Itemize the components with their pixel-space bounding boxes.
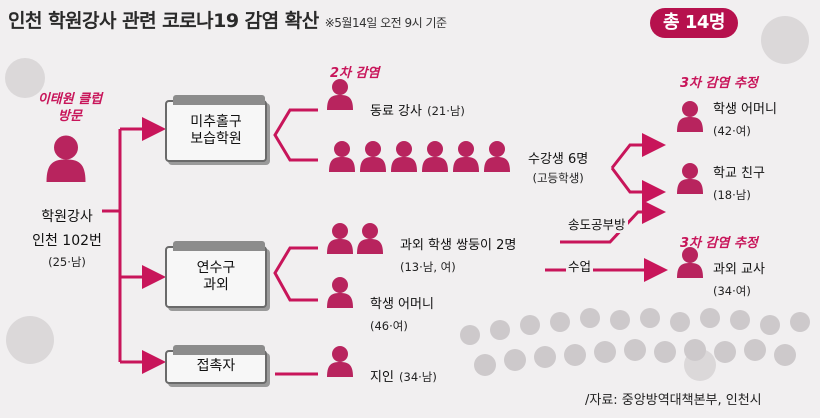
edge-songdo-label: 송도공부방: [566, 214, 628, 233]
mother2-name: 학생 어머니: [370, 297, 434, 312]
person-origin-icon: [46, 135, 86, 182]
second-wave-label: 2차 감염: [330, 66, 380, 81]
person-mother2-icon: [327, 277, 353, 308]
colleague-name: 동료 강사: [370, 104, 422, 119]
twins-info: (13·남, 여): [400, 260, 456, 274]
case-tutor: 과외 교사 (34·여): [713, 258, 765, 299]
person-student-icon: [329, 141, 355, 172]
person-student-icon: [453, 141, 479, 172]
title-text: 인천 학원강사 관련 코로나19 감염 확산: [8, 10, 319, 32]
source-credit: /자료: 중앙방역대책본부, 인천시: [585, 393, 762, 408]
crowd-decoration: [460, 308, 810, 376]
acquaintance-name: 지인: [370, 370, 394, 385]
person-acquaintance-icon: [327, 346, 353, 377]
academy1-line2: 보습학원: [190, 131, 242, 147]
edge-class-label: 수업: [566, 256, 594, 275]
mother3-info: (42·여): [713, 124, 751, 138]
case-mother3: 학생 어머니 (42·여): [713, 98, 777, 139]
person-student-icon: [391, 141, 417, 172]
friend-name: 학교 친구: [713, 166, 765, 181]
person-student-icon: [422, 141, 448, 172]
origin-name: 학원강사: [41, 209, 93, 225]
case-brackets: [273, 108, 318, 376]
third-wave-label-b: 3차 감염 추정: [680, 236, 758, 251]
origin-visit-label: 이태원 클럽 방문: [37, 92, 103, 124]
origin-id: 인천 102번: [32, 233, 102, 249]
title-note: ※5월14일 오전 9시 기준: [324, 16, 447, 30]
person-student-icon: [484, 141, 510, 172]
contact-label: 접촉자: [196, 358, 236, 375]
person-friend-icon: [677, 163, 703, 194]
person-colleague-icon: [327, 79, 353, 110]
tutor-info: (34·여): [713, 284, 751, 298]
case-twins: 과외 학생 쌍둥이 2명 (13·남, 여): [400, 234, 516, 275]
person-twin-icon: [357, 223, 383, 254]
person-twin-icon: [327, 223, 353, 254]
case-acquaintance: 지인 (34·남): [370, 366, 437, 385]
origin-node: 학원강사 인천 102번 (25·남): [22, 206, 112, 270]
person-mother3-icon: [677, 101, 703, 132]
students-name: 수강생 6명: [528, 152, 589, 167]
case-friend: 학교 친구 (18·남): [713, 162, 765, 203]
page-title: 인천 학원강사 관련 코로나19 감염 확산 ※5월14일 오전 9시 기준: [8, 6, 447, 33]
person-tutor-icon: [677, 247, 703, 278]
third-wave-label-a: 3차 감염 추정: [680, 76, 758, 91]
case-colleague: 동료 강사 (21·남): [370, 100, 465, 119]
tutor-name: 과외 교사: [713, 262, 765, 277]
academy2-line2: 과외: [203, 277, 229, 293]
academy2-line1: 연수구: [196, 259, 236, 276]
case-students: 수강생 6명 (고등학생): [528, 148, 588, 186]
friend-info: (18·남): [713, 188, 751, 202]
mother3-name: 학생 어머니: [713, 102, 777, 117]
students-info: (고등학생): [532, 171, 584, 185]
mother2-info: (46·여): [370, 319, 408, 333]
colleague-info: (21·남): [427, 104, 465, 118]
person-student-icon: [360, 141, 386, 172]
origin-connector: [102, 117, 166, 374]
case-mother2: 학생 어머니 (46·여): [370, 293, 434, 334]
origin-info: (25·남): [48, 255, 86, 269]
acquaintance-info: (34·남): [399, 370, 437, 384]
contact-box: 접촉자: [165, 345, 267, 384]
twins-name: 과외 학생 쌍둥이 2명: [400, 238, 517, 253]
academy1-line1: 미추홀구: [190, 113, 242, 130]
third-wave-arrows: [545, 133, 668, 282]
total-badge: 총 14명: [650, 8, 738, 38]
